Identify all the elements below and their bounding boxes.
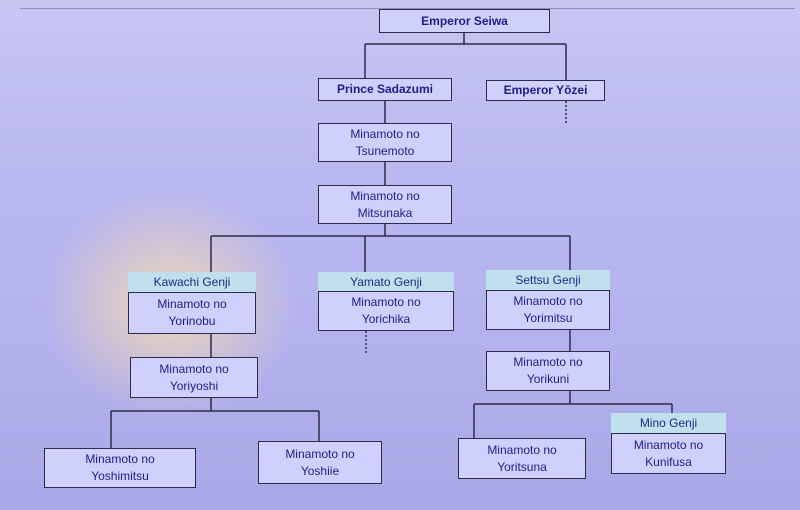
connector-seiwa-children bbox=[364, 33, 567, 80]
connector-yoriyoshi-children bbox=[110, 398, 320, 448]
top-rule bbox=[20, 8, 795, 9]
node-minamoto-yoshiie: Minamoto no Yoshiie bbox=[258, 441, 382, 484]
node-minamoto-yorichika: Minamoto no Yorichika bbox=[318, 291, 454, 331]
branch-label-settsu-genji: Settsu Genji bbox=[486, 270, 610, 290]
connector-yorikuni-children bbox=[473, 391, 673, 438]
node-minamoto-tsunemoto: Minamoto no Tsunemoto bbox=[318, 123, 452, 162]
node-minamoto-yorikuni: Minamoto no Yorikuni bbox=[486, 351, 610, 391]
node-emperor-seiwa: Emperor Seiwa bbox=[379, 9, 550, 33]
branch-label-kawachi-genji: Kawachi Genji bbox=[128, 272, 256, 292]
node-minamoto-yoriyoshi: Minamoto no Yoriyoshi bbox=[130, 357, 258, 398]
connector-mitsunaka-children bbox=[210, 224, 571, 272]
node-minamoto-yorimitsu: Minamoto no Yorimitsu bbox=[486, 290, 610, 330]
branch-label-mino-genji: Mino Genji bbox=[611, 413, 726, 433]
node-minamoto-yorinobu: Minamoto no Yorinobu bbox=[128, 292, 256, 334]
branch-label-yamato-genji: Yamato Genji bbox=[318, 272, 454, 291]
node-minamoto-yoritsuna: Minamoto no Yoritsuna bbox=[458, 438, 586, 479]
node-minamoto-mitsunaka: Minamoto no Mitsunaka bbox=[318, 185, 452, 224]
node-emperor-yozei: Emperor Yōzei bbox=[486, 80, 605, 101]
node-minamoto-kunifusa: Minamoto no Kunifusa bbox=[611, 433, 726, 474]
node-minamoto-yoshimitsu: Minamoto no Yoshimitsu bbox=[44, 448, 196, 488]
node-prince-sadazumi: Prince Sadazumi bbox=[318, 78, 452, 101]
